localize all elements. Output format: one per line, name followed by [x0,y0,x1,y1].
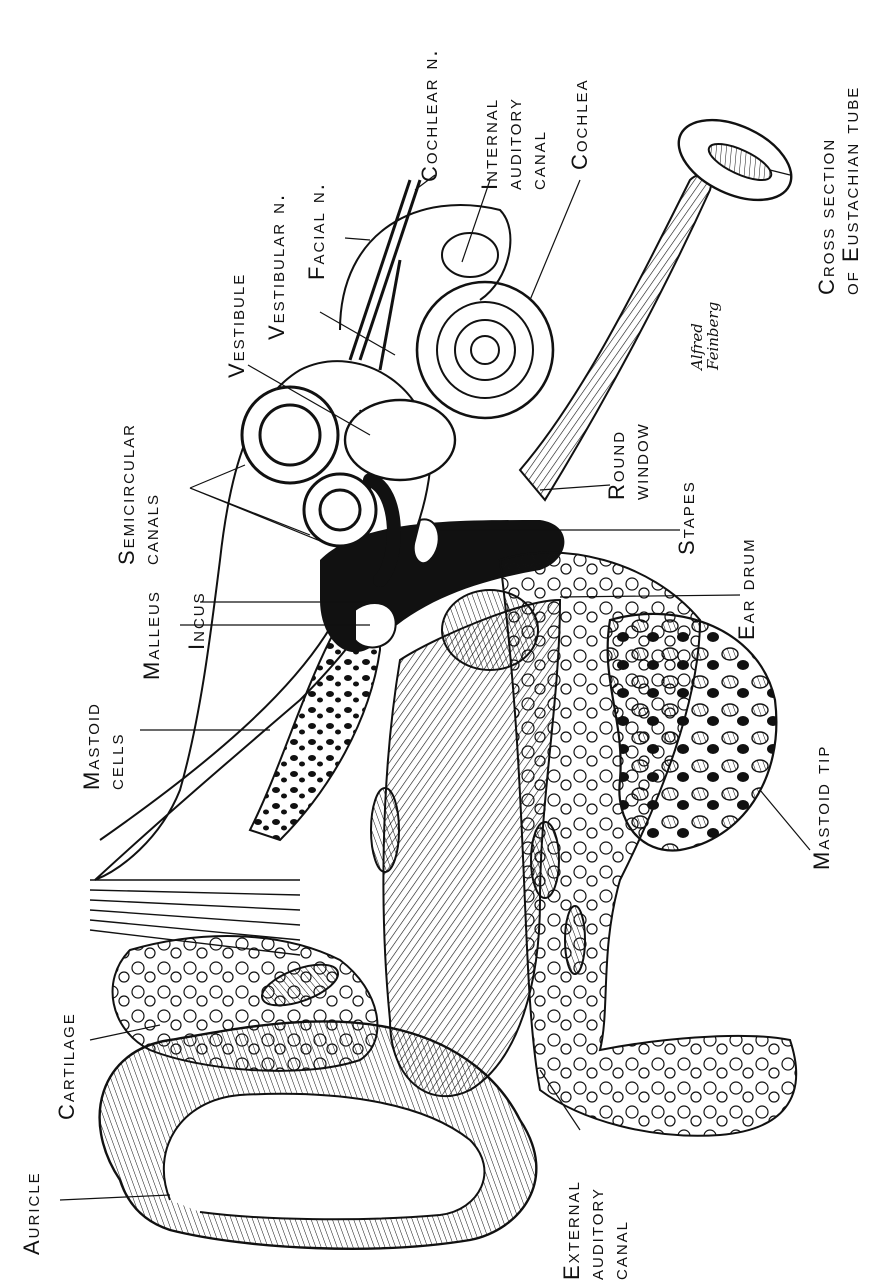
cochlea [417,282,553,418]
canal-slot-2 [565,906,585,974]
label-external-auditory-canal: External auditory canal [560,1180,633,1280]
artist-signature: Alfred Feinberg [690,302,722,370]
mastoid-tip [608,614,777,851]
label-vestibular-n: Vestibular n. [265,193,289,340]
label-ear-drum: Ear drum [735,537,759,640]
label-incus: Incus [185,591,209,650]
label-auricle: Auricle [20,1171,44,1255]
label-cartilage: Cartilage [55,1012,79,1120]
canal-slot-3 [371,788,399,872]
label-internal-auditory-canal: Internal auditory canal [478,97,551,190]
label-cochlear-n: Cochlear n. [418,49,442,182]
canal-slot-1 [531,822,559,898]
label-stapes: Stapes [675,480,699,555]
label-mastoid-cells: Mastoid cells [80,702,128,790]
cartilage [113,936,378,1071]
label-semicircular-canals: Semicircular canals [115,423,163,565]
vestibule [345,400,455,480]
label-round-window: Round window [605,422,653,500]
label-eustachian-cross-section: Cross section of Eustachian tube [815,86,863,295]
label-cochlea: Cochlea [568,78,592,170]
label-mastoid-tip: Mastoid tip [810,745,834,870]
nerve-bundles [350,180,420,370]
label-facial-n: Facial n. [305,182,329,280]
label-vestibule: Vestibule [225,273,249,378]
ear-drum [442,590,538,670]
label-malleus: Malleus [140,590,164,680]
